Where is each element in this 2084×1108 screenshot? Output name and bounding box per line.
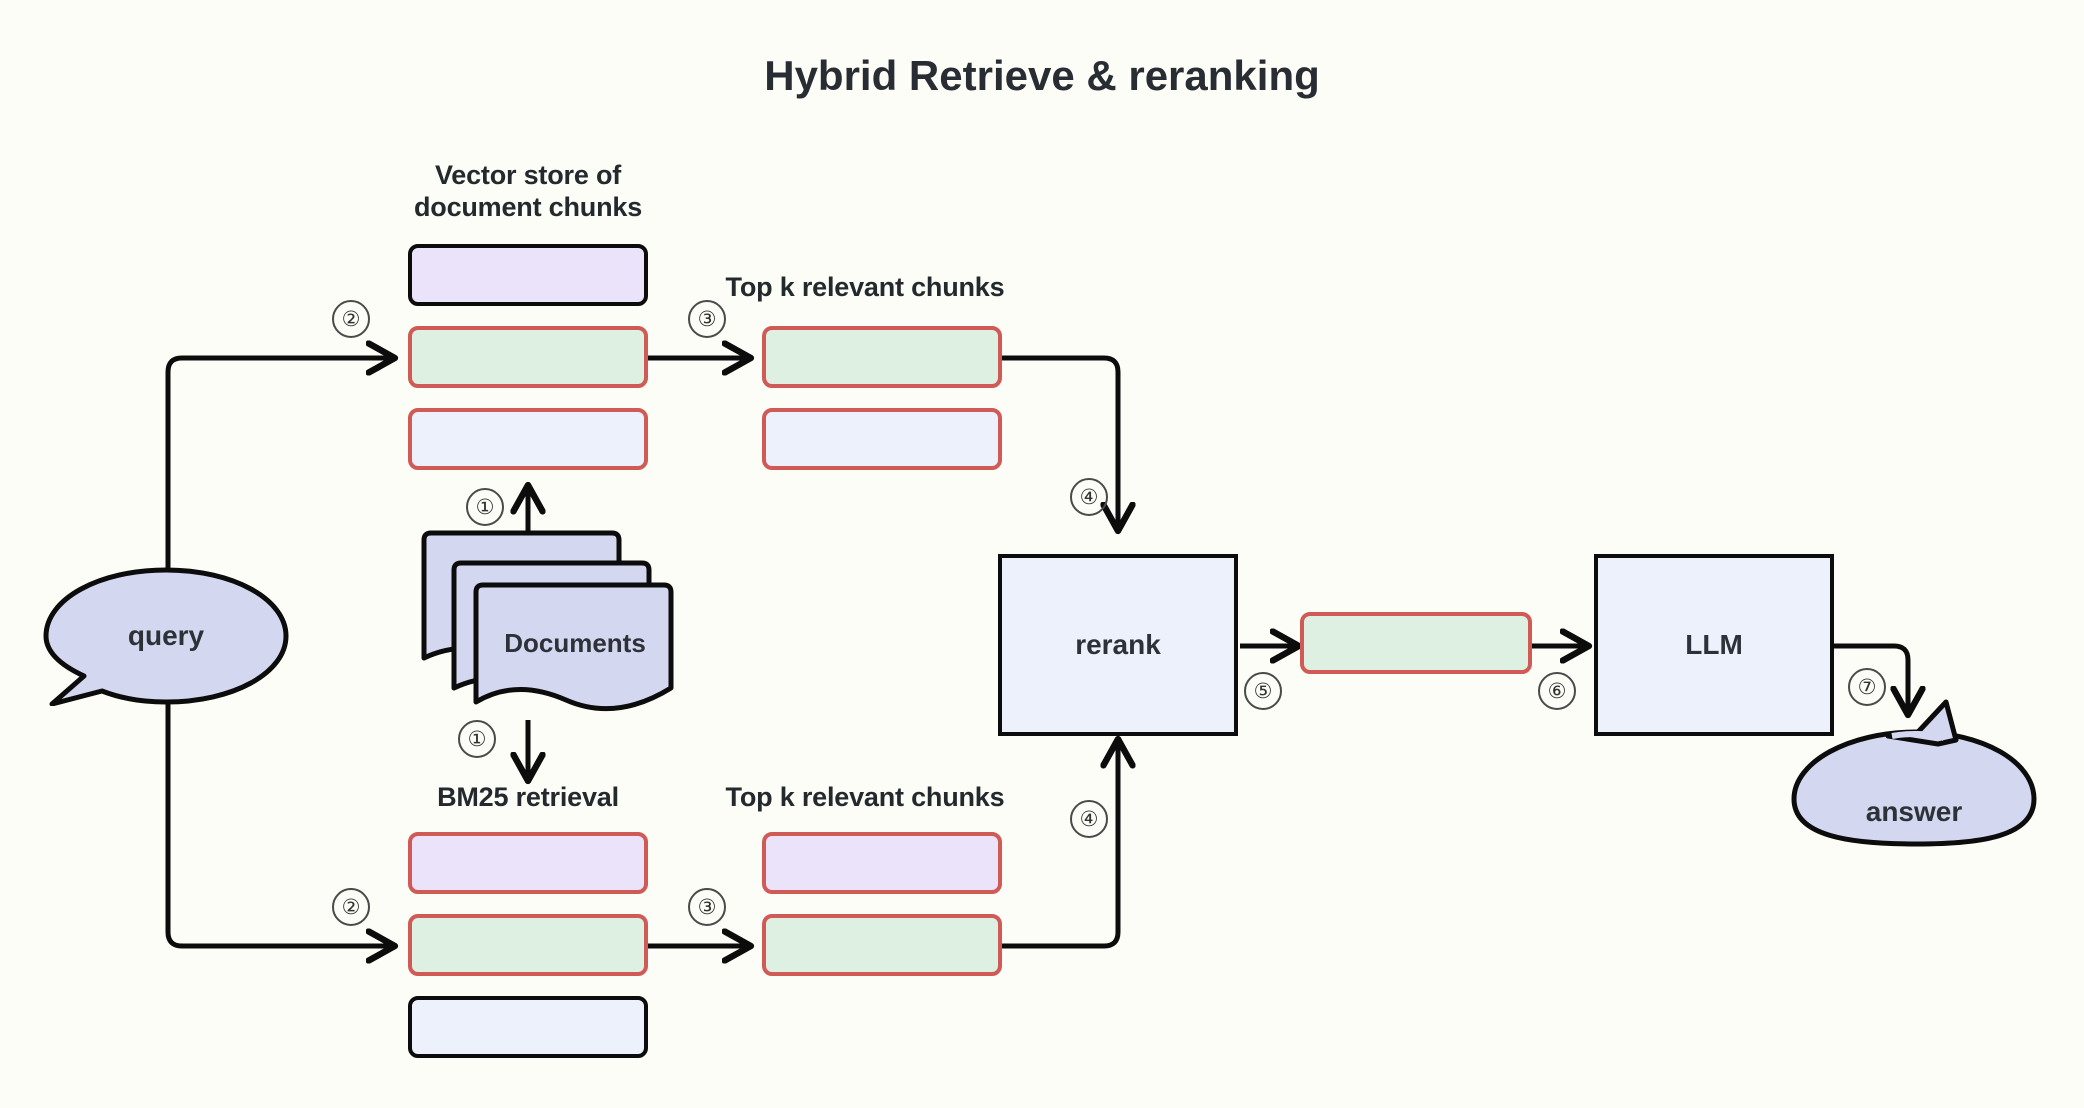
step-badge-3-vector: ③ <box>688 300 726 338</box>
step-badge-5: ⑤ <box>1244 672 1282 710</box>
step-badge-2-bm25: ② <box>332 888 370 926</box>
step-badge-2-vector: ② <box>332 300 370 338</box>
answer-label: answer <box>1865 796 1963 827</box>
step-badge-6: ⑥ <box>1538 672 1576 710</box>
rerank-label: rerank <box>1075 629 1161 660</box>
bm25-chunk-1[interactable] <box>408 832 648 894</box>
vector-store-title-line2: document chunks <box>413 191 643 222</box>
reranked-chunk[interactable] <box>1300 612 1532 674</box>
query-bubble <box>43 567 289 706</box>
topk-bm25-chunk-2[interactable] <box>762 914 1002 976</box>
topk-vector-chunk-2[interactable] <box>762 408 1002 470</box>
topk-vector-title: Top k relevant chunks <box>725 272 1005 302</box>
bm25-chunk-3[interactable] <box>408 996 648 1058</box>
step-badge-1-vector: ① <box>466 488 504 526</box>
step-badge-4-vector: ④ <box>1070 478 1108 516</box>
step-badge-4-bm25: ④ <box>1070 800 1108 838</box>
step-badge-1-bm25: ① <box>458 720 496 758</box>
vector-chunk-3[interactable] <box>408 408 648 470</box>
query-label: query <box>127 620 205 651</box>
vector-store-title: Vector store of document chunks <box>390 160 666 224</box>
answer-bubble <box>1791 699 2037 847</box>
vector-store-title-line1: Vector store of <box>434 160 622 190</box>
documents-label: Documents <box>504 628 646 658</box>
topk-vector-chunk-1[interactable] <box>762 326 1002 388</box>
rerank-box[interactable]: rerank <box>998 554 1238 736</box>
documents-stack <box>421 530 674 712</box>
step-badge-3-bm25: ③ <box>688 888 726 926</box>
topk-bm25-chunk-1[interactable] <box>762 832 1002 894</box>
step-badge-7: ⑦ <box>1848 668 1886 706</box>
vector-chunk-1[interactable] <box>408 244 648 306</box>
vector-chunk-2[interactable] <box>408 326 648 388</box>
llm-box[interactable]: LLM <box>1594 554 1834 736</box>
page-title: Hybrid Retrieve & reranking <box>764 52 1320 99</box>
topk-bm25-title: Top k relevant chunks <box>725 782 1005 812</box>
bm25-chunk-2[interactable] <box>408 914 648 976</box>
bm25-title: BM25 retrieval <box>437 782 619 812</box>
llm-label: LLM <box>1685 629 1743 660</box>
